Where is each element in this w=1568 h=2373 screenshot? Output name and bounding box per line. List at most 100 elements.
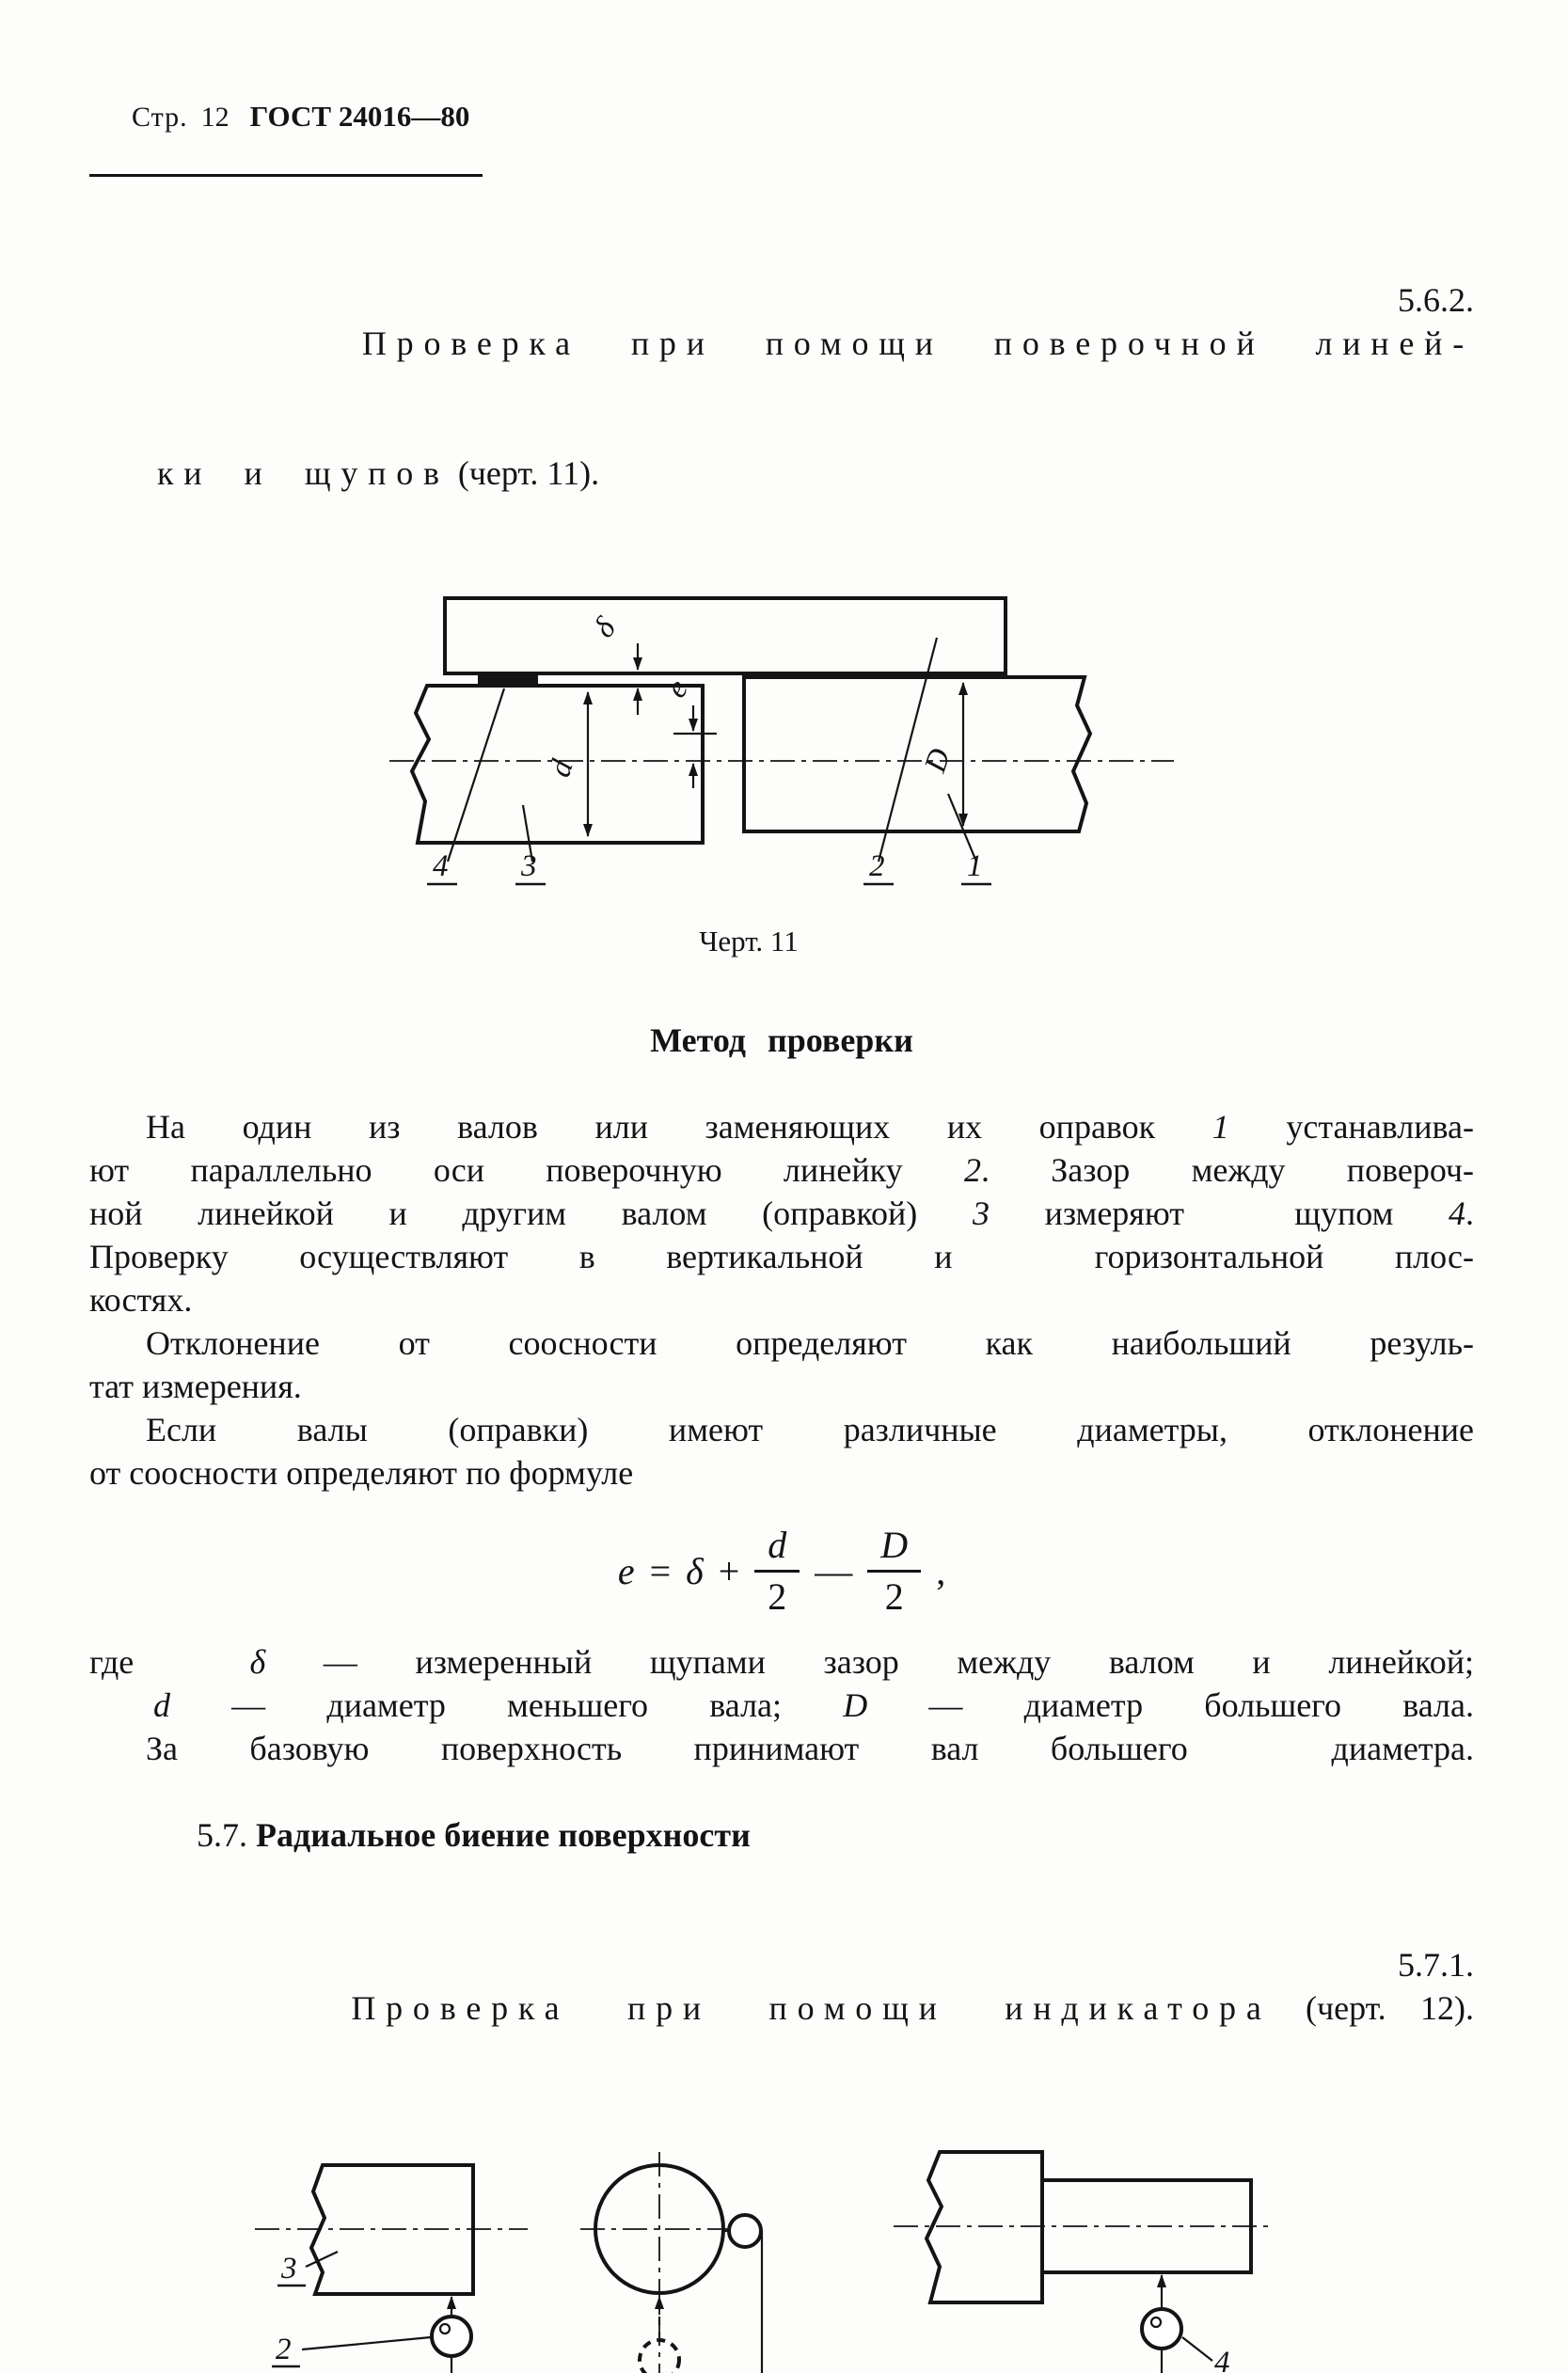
symbol-delta: δ [249, 1643, 266, 1681]
text-line: ют параллельно оси поверочную линейку 2.… [89, 1148, 1474, 1192]
figure-11-caption: Черт. 11 [699, 925, 799, 957]
dial-indicator-side-b [727, 2213, 763, 2249]
text-line: Проверку осуществляют в вертикальной и г… [89, 1238, 1474, 1275]
page-label: Стр. [132, 102, 188, 133]
text-run: На один из валов или заменяющих их оправ… [146, 1108, 1212, 1146]
section-number: 5.7.1. [1398, 1946, 1474, 1984]
text-run: . Зазор между повероч- [980, 1151, 1474, 1189]
callout-4-leader [1181, 2336, 1213, 2362]
section-title-part: Проверка при помощи поверочной линей- [361, 324, 1474, 362]
page-number: 12 [200, 102, 230, 133]
section-5-6-2: 5.6.2. Проверка при помощи поверочной ли… [89, 235, 1474, 538]
fraction-numerator: D [867, 1527, 922, 1573]
ref-number: 1 [1212, 1108, 1229, 1146]
formula-delta: δ [686, 1550, 704, 1592]
dim-delta-label: δ [588, 611, 624, 644]
paragraph-method-3: Если валы (оправки) имеют различные диам… [89, 1408, 1474, 1495]
dim-e-label: e [659, 673, 695, 704]
text-run: где [89, 1643, 250, 1681]
fraction-numerator: d [754, 1527, 800, 1573]
figure-reference: (черт. 12). [1271, 1989, 1474, 2027]
formula-lhs: e [617, 1550, 635, 1592]
text-line: где δ — измеренный щупами зазор между ва… [89, 1640, 1474, 1684]
page-header: Стр. 12 ГОСТ 24016—80 [89, 68, 483, 177]
formula-fraction-D: D 2 [867, 1527, 922, 1618]
text-line: тат измерения. [89, 1368, 302, 1405]
where-block: где δ — измеренный щупами зазор между ва… [89, 1640, 1474, 1770]
callout-4-label: 4 [433, 849, 449, 883]
symbol-d: d [153, 1686, 170, 1724]
formula-minus: — [815, 1550, 853, 1592]
doc-code: ГОСТ 24016—80 [249, 100, 470, 133]
callout-1-label: 1 [967, 849, 983, 883]
figure-12-drawing: 3 2 1 а [255, 2150, 1273, 2373]
paragraph-method-2: Отклонение от соосности определяют как н… [89, 1321, 1474, 1408]
callout-4-leader [446, 688, 506, 862]
text-run: ной линейкой и другим валом (оправкой) [89, 1194, 973, 1232]
callout-3-label: 3 [520, 849, 537, 883]
section-5-6-2-line-1: 5.6.2. Проверка при помощи поверочной ли… [89, 235, 1474, 408]
formula: e = δ + d 2 — D 2 , [89, 1527, 1474, 1616]
shaft-end-view-b [594, 2163, 725, 2295]
small-shaft [409, 684, 705, 845]
phantom-indicator-b [638, 2338, 681, 2373]
section-title: Радиальное биение поверхности [256, 1816, 751, 1854]
section-title-part: Проверка при помощи индикатора [351, 1989, 1272, 2027]
paragraph-method-1: На один из валов или заменяющих их оправ… [89, 1105, 1474, 1321]
text-run: устанавлива- [1228, 1108, 1474, 1146]
fraction-denominator: 2 [768, 1575, 787, 1618]
large-diameter-piece-v [924, 2150, 1044, 2304]
section-5-6-2-line-2: ки и щупов (черт. 11). [89, 408, 1474, 538]
symbol-D: D [843, 1686, 868, 1724]
ref-number: 3 [972, 1194, 990, 1232]
callout-2-label: 2 [869, 849, 885, 883]
text-line: Если валы (оправки) имеют различные диам… [146, 1411, 1474, 1448]
text-line: На один из валов или заменяющих их оправ… [89, 1105, 1474, 1148]
text-line: костях. [89, 1281, 193, 1319]
ref-number: 2 [963, 1151, 981, 1189]
ref-number: 4 [1449, 1194, 1465, 1232]
callout-2-leader [877, 637, 939, 862]
callout-1-leader [946, 793, 978, 862]
text-run: . [1465, 1194, 1474, 1232]
text-run: — измеренный щупами зазор между валом и … [265, 1643, 1474, 1681]
figure-12: 3 2 1 а [89, 2146, 1474, 2373]
callout-3-leader [305, 2251, 339, 2268]
text-line: За базовую поверхность принимают вал бол… [146, 1730, 1474, 1767]
dim-d-label: d [543, 755, 579, 781]
text-line: d — диаметр меньшего вала; D — диаметр б… [89, 1684, 1474, 1727]
formula-fraction-d: d 2 [754, 1527, 800, 1616]
figure-11: d D δ e 4 3 [89, 591, 1474, 958]
section-5-7: 5.7. Радиальное биение поверхности [89, 1770, 1474, 1900]
feeler-gauge [478, 673, 538, 686]
formula-plus: + [718, 1550, 740, 1592]
dial-indicator-a-knob [438, 2322, 451, 2335]
section-title-part: ки и щупов [157, 454, 450, 492]
callout-2-leader [301, 2335, 432, 2351]
text-line: от соосности определяют по формуле [89, 1454, 634, 1492]
text-line: ной линейкой и другим валом (оправкой) 3… [89, 1192, 1474, 1235]
large-shaft [742, 675, 1093, 833]
figure-reference: (черт. 11). [449, 454, 600, 492]
section-number: 5.6.2. [1398, 281, 1474, 319]
section-number: 5.7. [197, 1816, 256, 1854]
method-heading: Метод проверки [650, 1021, 913, 1059]
text-run: измеряют щупом [989, 1194, 1449, 1232]
dial-indicator-v [1140, 2307, 1183, 2350]
dim-D-label: D [918, 745, 958, 778]
dial-indicator-v-knob [1149, 2316, 1163, 2329]
figure-11-drawing: d D δ e 4 3 [389, 596, 1174, 886]
shaft-a [309, 2163, 475, 2296]
callout-2-label: 2 [276, 2333, 292, 2366]
section-5-7-1: 5.7.1. Проверка при помощи индикатора (ч… [89, 1900, 1474, 2073]
straightedge [443, 596, 1007, 675]
formula-equals: = [649, 1550, 672, 1592]
formula-comma: , [936, 1550, 946, 1592]
dial-indicator-a [430, 2315, 473, 2358]
text-line: Отклонение от соосности определяют как н… [146, 1324, 1474, 1362]
callout-4-label: 4 [1214, 2346, 1230, 2373]
fraction-denominator: 2 [884, 1575, 904, 1618]
callout-3-leader [521, 804, 534, 862]
